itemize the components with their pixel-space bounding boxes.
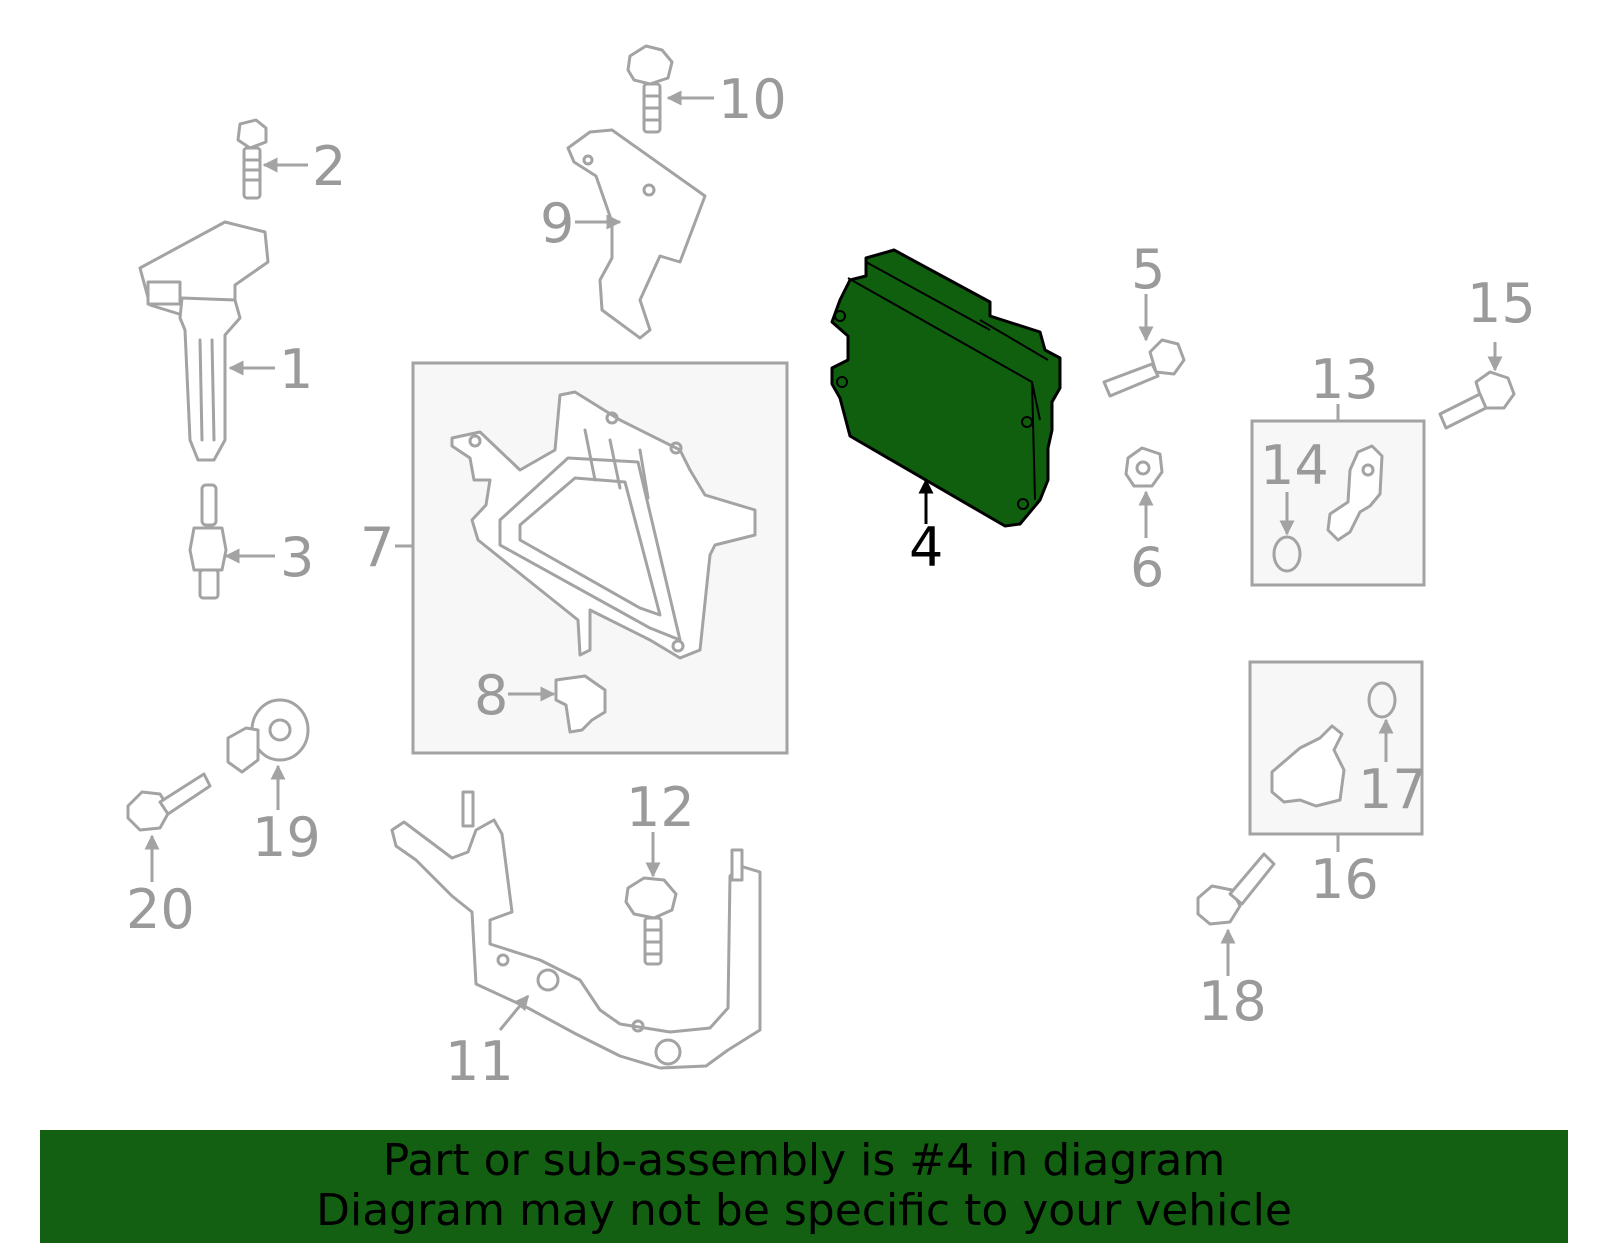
- part-12-bolt[interactable]: [624, 876, 678, 966]
- part-14-o-ring[interactable]: [1272, 535, 1302, 573]
- part-11-bracket[interactable]: [390, 790, 762, 1070]
- part-13-box: [1250, 419, 1426, 587]
- part-1-ignition-coil[interactable]: [138, 220, 270, 462]
- leader-lines: [144, 90, 1503, 1031]
- part-8-clip[interactable]: [554, 674, 607, 734]
- callout-11: 11: [445, 1030, 514, 1093]
- callout-14: 14: [1260, 434, 1329, 497]
- callout-18: 18: [1198, 970, 1267, 1033]
- callout-13: 13: [1310, 348, 1379, 411]
- part-15-bolt[interactable]: [1438, 370, 1516, 430]
- part-10-bolt[interactable]: [626, 44, 674, 134]
- part-19-knock-sensor[interactable]: [226, 698, 310, 774]
- part-13-sensor[interactable]: [1326, 444, 1384, 542]
- part-17-o-ring[interactable]: [1367, 681, 1397, 719]
- callout-9: 9: [540, 192, 574, 255]
- callout-3: 3: [280, 526, 314, 589]
- callout-7: 7: [360, 516, 394, 579]
- banner-line-2: Diagram may not be specific to your vehi…: [316, 1185, 1292, 1236]
- banner-line-1: Part or sub-assembly is #4 in diagram: [382, 1135, 1226, 1186]
- part-3-spark-plug[interactable]: [188, 483, 228, 600]
- part-9-bracket[interactable]: [566, 128, 707, 340]
- callout-8: 8: [474, 664, 508, 727]
- callout-15: 15: [1467, 272, 1536, 335]
- callout-4: 4: [909, 516, 943, 579]
- part-2-bolt[interactable]: [236, 118, 268, 200]
- callout-6: 6: [1130, 536, 1164, 599]
- part-20-bolt[interactable]: [126, 772, 212, 832]
- callout-2: 2: [312, 135, 346, 198]
- callout-10: 10: [718, 68, 787, 131]
- parts-diagram: 1 2 3 4 5 6 7 8 9 10 11 12 13 14 15 16 1…: [126, 44, 1536, 1093]
- part-5-bolt[interactable]: [1102, 338, 1186, 398]
- callout-5: 5: [1131, 238, 1165, 301]
- callout-12: 12: [626, 776, 695, 839]
- part-7-bracket[interactable]: [450, 390, 757, 660]
- callout-17: 17: [1358, 758, 1427, 821]
- callout-20: 20: [126, 878, 195, 941]
- info-banner: Part or sub-assembly is #4 in diagram Di…: [40, 1130, 1568, 1243]
- part-18-bolt[interactable]: [1196, 852, 1276, 926]
- callout-16: 16: [1310, 848, 1379, 911]
- part-4-ecu[interactable]: [830, 248, 1062, 528]
- callout-1: 1: [279, 338, 313, 401]
- part-16-sensor[interactable]: [1270, 724, 1346, 808]
- callout-19: 19: [252, 806, 321, 869]
- part-6-nut[interactable]: [1124, 446, 1164, 488]
